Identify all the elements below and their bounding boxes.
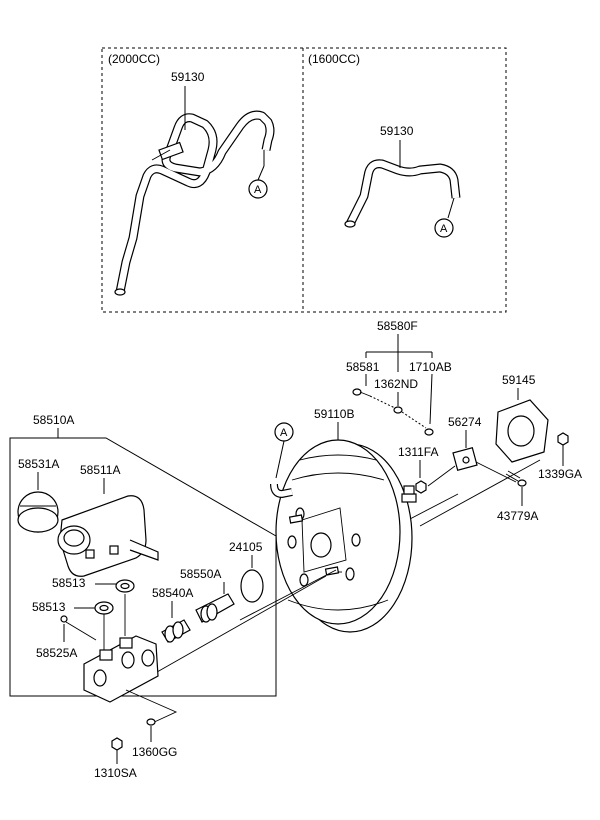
part-label-58580F: 58580F — [377, 319, 418, 333]
nut-1310SA — [111, 737, 123, 751]
booster-gasket — [495, 399, 549, 463]
vacuum-hose-1600cc — [344, 159, 461, 228]
primary-piston-58550A — [195, 593, 235, 623]
variant-1600cc-label: (1600CC) — [308, 52, 360, 66]
part-label-59130-a: 59130 — [171, 70, 205, 84]
connection-marker-a-label: A — [440, 223, 448, 235]
part-label-1710AB: 1710AB — [409, 360, 452, 374]
check-valve-grommet — [393, 406, 403, 414]
part-label-1339GA: 1339GA — [538, 467, 582, 481]
part-label-58531A: 58531A — [18, 457, 59, 471]
check-valve-bolt — [352, 388, 371, 397]
master-cylinder-assembly-outline — [9, 437, 277, 697]
part-label-58513-b: 58513 — [32, 600, 66, 614]
connection-marker-a — [434, 218, 454, 238]
check-valve-clip — [424, 428, 434, 436]
nut-1311FA — [415, 480, 427, 494]
part-label-24105: 24105 — [229, 540, 263, 554]
part-label-58581: 58581 — [346, 360, 380, 374]
part-label-1310SA: 1310SA — [94, 766, 137, 780]
part-label-1362ND: 1362ND — [374, 377, 418, 391]
part-label-43779A: 43779A — [497, 509, 538, 523]
washer-1360GG — [146, 718, 156, 726]
clevis-pin-43779A — [505, 470, 527, 487]
part-label-59145: 59145 — [502, 373, 536, 387]
part-label-1311FA: 1311FA — [398, 445, 438, 459]
part-label-59110B: 59110B — [314, 407, 354, 421]
connection-marker-a-label: A — [280, 427, 288, 439]
master-cylinder-body — [83, 594, 159, 703]
part-label-1360GG: 1360GG — [132, 745, 177, 759]
part-label-58525A: 58525A — [36, 646, 77, 660]
nut-1339GA — [557, 432, 569, 446]
part-label-58550A: 58550A — [180, 567, 221, 581]
bolt-58525A — [60, 615, 97, 641]
reservoir-cap-58531A — [17, 491, 59, 533]
part-label-56274: 56274 — [448, 415, 482, 429]
connection-marker-a — [248, 179, 268, 199]
variant-panel — [101, 47, 507, 313]
vacuum-hose-2000cc — [114, 110, 275, 296]
connection-marker-a-label: A — [254, 184, 262, 196]
connection-marker-a — [274, 422, 294, 442]
part-label-58510A: 58510A — [33, 413, 74, 427]
brake-booster-59110B — [275, 439, 417, 633]
secondary-piston-58540A — [161, 619, 191, 643]
variant-2000cc-label: (2000CC) — [108, 52, 160, 66]
part-label-58511A: 58511A — [80, 463, 120, 477]
part-label-58513-a: 58513 — [52, 576, 86, 590]
o-ring-24105 — [240, 569, 264, 603]
clevis-56274 — [452, 446, 478, 472]
part-label-58540A: 58540A — [152, 586, 193, 600]
part-label-59130-b: 59130 — [380, 124, 414, 138]
reservoir-58511A — [57, 495, 159, 577]
